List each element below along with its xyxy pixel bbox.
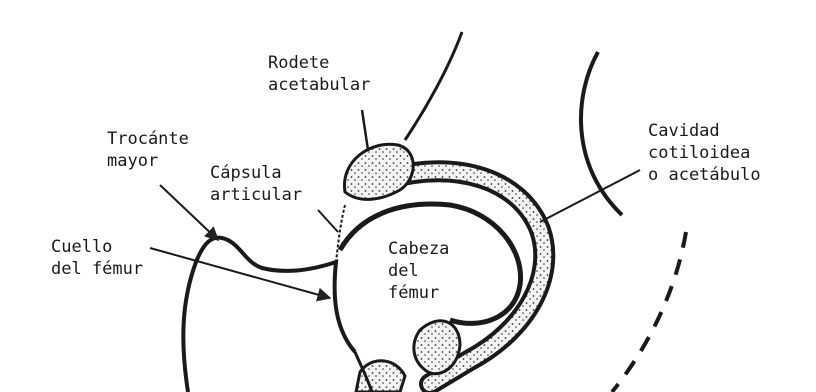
label-rodete-acetabular: Rodete acetabular — [268, 52, 370, 96]
label-cabeza-femur: Cabeza del fémur — [388, 238, 449, 304]
capsula-leader — [318, 210, 338, 232]
rodete-leader — [362, 110, 368, 150]
femur-outline — [183, 238, 355, 392]
cavidad-leader — [540, 170, 640, 222]
pelvic-dashed-line — [612, 232, 686, 392]
label-capsula-articular: Cápsula articular — [210, 162, 302, 206]
articular-capsule — [336, 205, 345, 262]
ilium-contour — [405, 32, 462, 140]
cuello-leader — [150, 248, 330, 298]
acetabular-labrum-upper — [344, 144, 413, 199]
label-cuello-femur: Cuello del fémur — [51, 236, 143, 280]
acetabular-labrum-lower — [414, 321, 460, 374]
label-trocante-mayor: Trocánte mayor — [107, 128, 189, 172]
label-cavidad-cotiloidea: Cavidad cotiloidea o acetábulo — [648, 120, 761, 186]
ligament-lower — [356, 361, 405, 392]
